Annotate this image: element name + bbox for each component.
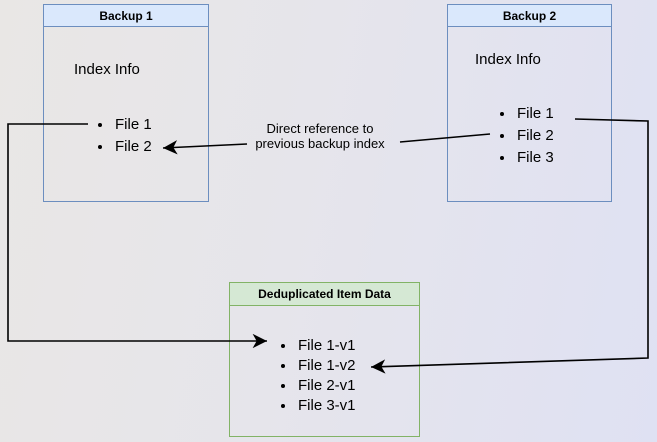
dedup-store-title: Deduplicated Item Data: [230, 283, 419, 306]
backup1-file-list: File 1 File 2: [93, 114, 152, 158]
dedup-item-file3-v1: File 3-v1: [296, 396, 356, 416]
backup2-file-1: File 1: [515, 103, 554, 125]
dedup-item-file2-v1: File 2-v1: [296, 376, 356, 396]
backup2-file-2: File 2: [515, 125, 554, 147]
dedup-item-list: File 1-v1 File 1-v2 File 2-v1 File 3-v1: [276, 336, 356, 416]
backup1-file-1: File 1: [113, 114, 152, 136]
backup1-file-2: File 2: [113, 136, 152, 158]
backup2-index-info-label: Index Info: [475, 51, 541, 68]
backup1-title: Backup 1: [44, 5, 208, 27]
annotation-line-2: previous backup index: [255, 136, 385, 151]
dedup-item-file1-v1: File 1-v1: [296, 336, 356, 356]
annotation-line-1: Direct reference to: [266, 121, 374, 136]
backup2-title: Backup 2: [448, 5, 611, 27]
direct-reference-annotation: Direct reference to previous backup inde…: [238, 121, 402, 151]
dedup-item-file1-v2: File 1-v2: [296, 356, 356, 376]
backup1-box: Backup 1: [43, 4, 209, 202]
backup2-file-list: File 1 File 2 File 3: [495, 103, 554, 169]
backup2-file-3: File 3: [515, 147, 554, 169]
backup1-index-info-label: Index Info: [74, 61, 140, 78]
